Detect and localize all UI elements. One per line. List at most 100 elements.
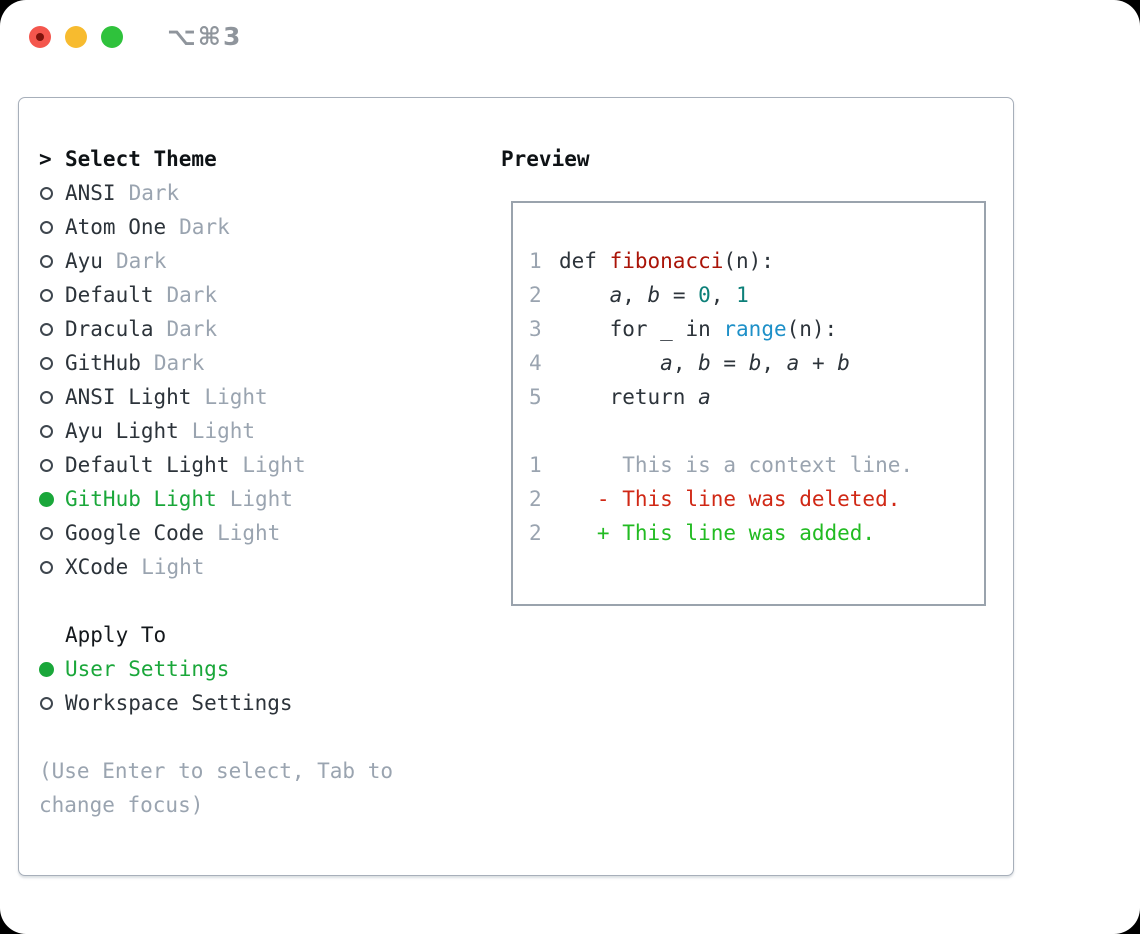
option-label: Default bbox=[65, 283, 154, 307]
code-line: 2 + This line was added. bbox=[529, 516, 974, 550]
select-theme-header: > Select Theme bbox=[39, 142, 484, 176]
radio-icon bbox=[40, 526, 53, 540]
window-title-shortcut: ⌥⌘3 bbox=[167, 22, 243, 51]
prompt-icon: > bbox=[39, 147, 52, 171]
line-number: 2 bbox=[529, 487, 542, 511]
line-number: 3 bbox=[529, 317, 542, 341]
code-text: def fibonacci(n): bbox=[559, 249, 774, 273]
option-label: Google Code bbox=[65, 521, 205, 545]
option-variant-tag: Light bbox=[229, 487, 293, 511]
radio-icon bbox=[40, 390, 53, 404]
preview-code: 1 def fibonacci(n): 2 a, b = 0, 1 3 for _ i… bbox=[511, 201, 986, 606]
theme-option[interactable]: ANSI Dark bbox=[39, 176, 484, 210]
code-text: This is a context line. bbox=[559, 453, 914, 477]
code-text: return a bbox=[559, 385, 711, 409]
option-label: Dracula bbox=[65, 317, 154, 341]
radio-selected-icon bbox=[39, 491, 54, 507]
option-variant-tag: Dark bbox=[179, 215, 230, 239]
titlebar: ⌥⌘3 bbox=[0, 0, 1140, 75]
theme-option[interactable]: Ayu Dark bbox=[39, 244, 484, 278]
option-label: Ayu Light bbox=[65, 419, 179, 443]
option-variant-tag: Light bbox=[204, 385, 268, 409]
radio-icon bbox=[40, 288, 53, 302]
line-number: 1 bbox=[529, 453, 542, 477]
option-variant-tag: Light bbox=[217, 521, 281, 545]
line-number: 2 bbox=[529, 521, 542, 545]
radio-icon bbox=[40, 220, 53, 234]
option-label: XCode bbox=[65, 555, 129, 579]
line-number: 1 bbox=[529, 249, 542, 273]
option-label: ANSI bbox=[65, 181, 116, 205]
radio-icon bbox=[40, 254, 53, 268]
radio-icon bbox=[40, 424, 53, 438]
theme-option[interactable]: GitHub Dark bbox=[39, 346, 484, 380]
option-label: Ayu bbox=[65, 249, 103, 273]
radio-icon bbox=[40, 186, 53, 200]
option-variant-tag: Light bbox=[242, 453, 306, 477]
line-number: 4 bbox=[529, 351, 542, 375]
code-text: - This line was deleted. bbox=[559, 487, 901, 511]
option-label: GitHub Light bbox=[65, 487, 217, 511]
option-label: Workspace Settings bbox=[65, 691, 293, 715]
prompt-marker: > bbox=[39, 147, 65, 171]
theme-option[interactable]: Dracula Dark bbox=[39, 312, 484, 346]
theme-option[interactable]: Workspace Settings bbox=[39, 686, 484, 720]
option-variant-tag: Dark bbox=[128, 181, 180, 205]
theme-option[interactable]: Default Light Light bbox=[39, 448, 484, 482]
radio-icon bbox=[40, 696, 53, 710]
option-label: ANSI Light bbox=[65, 385, 192, 409]
code-line: 2 - This line was deleted. bbox=[529, 482, 974, 516]
option-label: User Settings bbox=[65, 657, 230, 681]
apply-to-title: Apply To bbox=[65, 623, 167, 647]
code-text: for _ in range(n): bbox=[559, 317, 838, 341]
theme-option[interactable]: GitHub Light Light bbox=[39, 482, 484, 516]
theme-option[interactable]: User Settings bbox=[39, 652, 484, 686]
theme-option[interactable]: Google Code Light bbox=[39, 516, 484, 550]
option-label: GitHub bbox=[65, 351, 141, 375]
theme-option[interactable]: Default Dark bbox=[39, 278, 484, 312]
code-text: a, b = 0, 1 bbox=[609, 283, 749, 307]
option-label: Atom One bbox=[65, 215, 167, 239]
radio-icon bbox=[40, 458, 53, 472]
theme-option[interactable]: XCode Light bbox=[39, 550, 484, 584]
code-line: 4 a, b = b, a + b bbox=[529, 346, 974, 380]
radio-icon bbox=[40, 322, 53, 336]
option-variant-tag: Light bbox=[191, 419, 256, 443]
select-theme-title: Select Theme bbox=[65, 147, 217, 171]
close-button[interactable] bbox=[29, 26, 51, 48]
option-variant-tag: Dark bbox=[166, 283, 218, 307]
code-line: 1 def fibonacci(n): bbox=[529, 244, 974, 278]
theme-option[interactable]: Ayu Light Light bbox=[39, 414, 484, 448]
code-line: 1 This is a context line. bbox=[529, 448, 974, 482]
option-variant-tag: Dark bbox=[166, 317, 218, 341]
line-number: 2 bbox=[529, 283, 542, 307]
line-number: 5 bbox=[529, 385, 542, 409]
option-label: Default Light bbox=[65, 453, 230, 477]
option-variant-tag: Light bbox=[141, 555, 205, 579]
code-text: a, b = b, a + b bbox=[660, 351, 850, 375]
code-text: + This line was added. bbox=[559, 521, 876, 545]
preview-title: Preview bbox=[501, 147, 590, 171]
radio-selected-icon bbox=[39, 661, 54, 677]
code-line: 5 return a bbox=[529, 380, 974, 414]
zoom-button[interactable] bbox=[101, 26, 123, 48]
traffic-lights bbox=[29, 26, 123, 48]
keyboard-hint: (Use Enter to select, Tab to change focu… bbox=[39, 754, 484, 822]
radio-icon bbox=[40, 356, 53, 370]
hint-line-1: (Use Enter to select, Tab to bbox=[39, 759, 394, 783]
minimize-button[interactable] bbox=[65, 26, 87, 48]
radio-icon bbox=[40, 560, 53, 574]
option-variant-tag: Dark bbox=[115, 249, 167, 273]
theme-option[interactable]: ANSI Light Light bbox=[39, 380, 484, 414]
code-line bbox=[529, 414, 974, 448]
hint-line-2: change focus) bbox=[39, 793, 204, 817]
code-line: 2 a, b = 0, 1 bbox=[529, 278, 974, 312]
option-variant-tag: Dark bbox=[153, 351, 205, 375]
theme-option[interactable]: Atom One Dark bbox=[39, 210, 484, 244]
